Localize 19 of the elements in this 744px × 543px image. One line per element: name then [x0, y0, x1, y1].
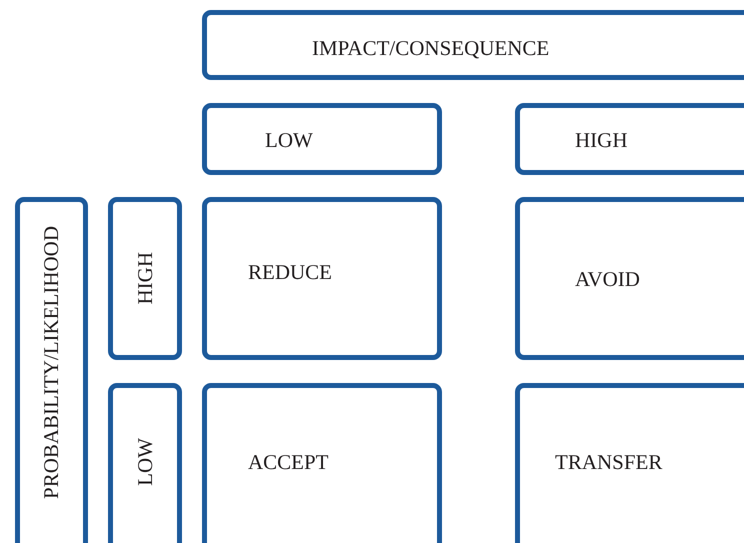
matrix-box — [202, 197, 442, 360]
box-label: TRANSFER — [555, 450, 662, 475]
box-label: IMPACT/CONSEQUENCE — [312, 36, 550, 61]
box-label: HIGH — [575, 128, 628, 153]
axis-label: PROBABILITY/LIKELIHOOD — [39, 226, 64, 499]
box-label: AVOID — [575, 267, 640, 292]
axis-label: HIGH — [132, 252, 158, 305]
matrix-box — [202, 103, 442, 175]
box-label: ACCEPT — [248, 450, 329, 475]
box-label: LOW — [265, 128, 313, 153]
axis-label-box — [108, 197, 182, 360]
axis-label: LOW — [132, 438, 158, 486]
axis-label-box — [15, 197, 88, 543]
matrix-box — [202, 383, 442, 543]
axis-label-box — [108, 383, 182, 543]
box-label: REDUCE — [248, 260, 332, 285]
matrix-box — [515, 103, 744, 175]
matrix-box — [202, 10, 744, 80]
matrix-box — [515, 197, 744, 360]
